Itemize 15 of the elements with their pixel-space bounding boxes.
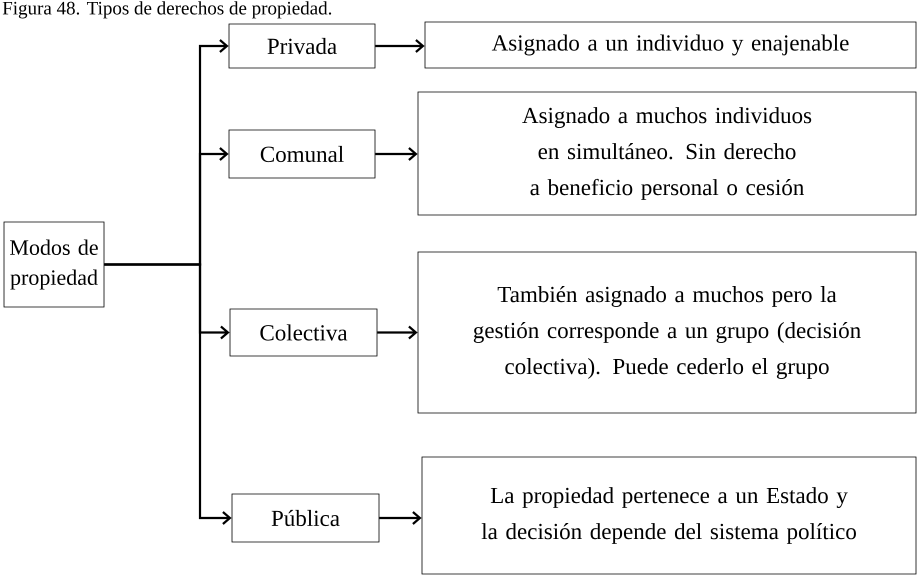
description-box: La propiedad pertenece a un Estado y la decisión depende del sistema político — [422, 456, 916, 574]
category-box: Colectiva — [230, 308, 378, 356]
arrow — [104, 263, 232, 525]
arrow — [379, 511, 422, 525]
arrow — [375, 147, 418, 161]
root-box: Modos de propiedad — [4, 222, 104, 308]
arrow — [375, 39, 425, 53]
category-box: Comunal — [228, 130, 376, 178]
arrow — [377, 326, 418, 340]
category-box: Pública — [232, 494, 380, 542]
figure-title: Figura 48. Tipos de derechos de propiedad. — [2, 1, 332, 18]
description-box: Asignado a muchos individuos en simultáneo. Sin derecho a beneficio personal o cesión — [418, 92, 916, 216]
category-box: Privada — [228, 24, 376, 68]
description-box: Asignado a un individuo y enajenable — [424, 22, 916, 68]
description-box: También asignado a muchos pero la gestión corresponde a un grupo (decisión colectiva). Puede cederlo el grupo — [418, 252, 916, 414]
